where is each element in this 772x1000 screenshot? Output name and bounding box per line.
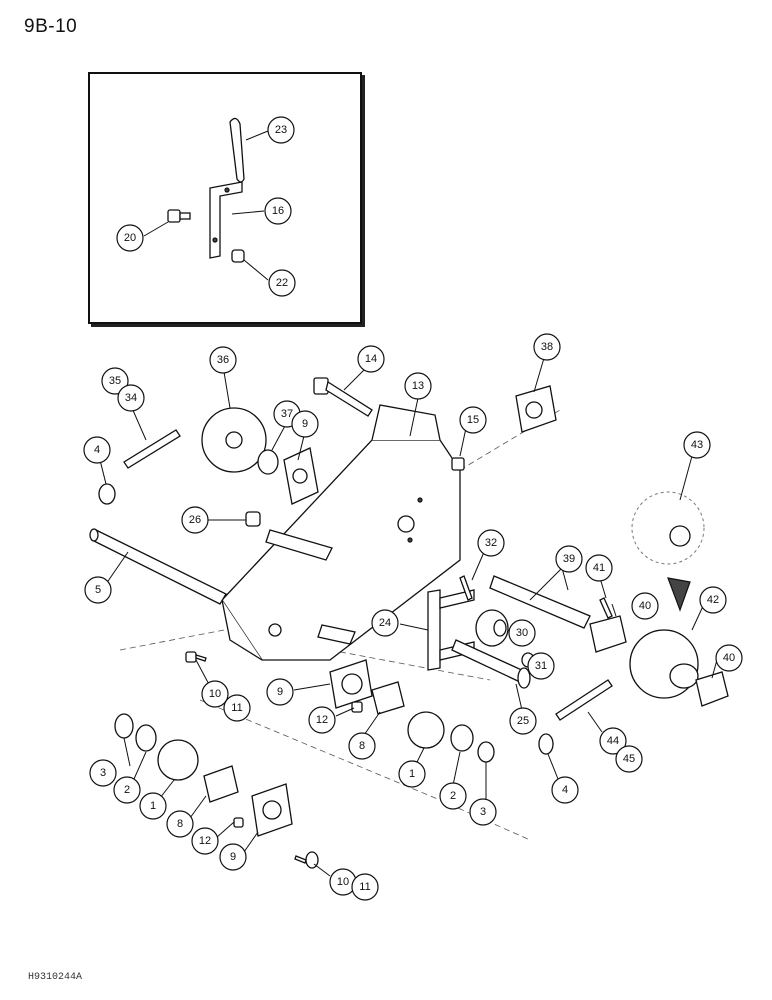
- callout-10-lower-label: 10: [337, 876, 349, 888]
- callout-45: 45: [615, 745, 643, 773]
- callout-30: 30: [508, 619, 536, 647]
- inset-callout-20: 20: [116, 224, 144, 252]
- callout-3-left: 3: [89, 759, 117, 787]
- callout-9-lower: 9: [219, 843, 247, 871]
- callout-36-label: 36: [217, 354, 229, 366]
- callout-42-label: 42: [707, 594, 719, 606]
- callout-10-mid-label: 10: [209, 688, 221, 700]
- callout-34: 34: [117, 384, 145, 412]
- callout-35: 35: [101, 367, 129, 395]
- main-parts: [89, 377, 729, 869]
- callout-1-mid-label: 1: [409, 768, 415, 780]
- callout-42: 42: [699, 586, 727, 614]
- callout-44: 44: [599, 727, 627, 755]
- figure-code: H9310244A: [28, 972, 83, 983]
- callout-4-top: 4: [83, 436, 111, 464]
- callout-4-lower: 4: [551, 776, 579, 804]
- callout-24-label: 24: [379, 617, 391, 629]
- callout-8-mid-label: 8: [359, 740, 365, 752]
- callout-1-mid: 1: [398, 760, 426, 788]
- callout-11-mid: 11: [223, 694, 251, 722]
- callout-1-left-label: 1: [150, 800, 156, 812]
- callout-2-left-label: 2: [124, 784, 130, 796]
- inset-callout-16: 16: [264, 197, 292, 225]
- callout-25: 25: [509, 707, 537, 735]
- callout-31: 31: [527, 652, 555, 680]
- callout-14-label: 14: [365, 353, 377, 365]
- callout-14: 14: [357, 345, 385, 373]
- callout-13: 13: [404, 372, 432, 400]
- callout-41: 41: [585, 554, 613, 582]
- callout-40-upper-label: 40: [639, 600, 651, 612]
- callout-34-label: 34: [125, 392, 137, 404]
- callout-38: 38: [533, 333, 561, 361]
- inset-callout-22-label: 22: [276, 277, 288, 289]
- callout-2-left: 2: [113, 776, 141, 804]
- callout-2-mid: 2: [439, 782, 467, 810]
- callout-9-lower-label: 9: [230, 851, 236, 863]
- callout-5-label: 5: [95, 584, 101, 596]
- callout-2-mid-label: 2: [450, 790, 456, 802]
- callout-35-label: 35: [109, 375, 121, 387]
- callout-26-label: 26: [189, 514, 201, 526]
- callout-39-label: 39: [563, 553, 575, 565]
- callout-43-label: 43: [691, 439, 703, 451]
- inset-callout-22: 22: [268, 269, 296, 297]
- callout-8-lower-label: 8: [177, 818, 183, 830]
- inset-callout-20-label: 20: [124, 232, 136, 244]
- callout-32-label: 32: [485, 537, 497, 549]
- callout-11-lower: 11: [351, 873, 379, 901]
- callout-39: 39: [555, 545, 583, 573]
- callout-9-top: 9: [291, 410, 319, 438]
- callout-24: 24: [371, 609, 399, 637]
- callout-bubbles: 23 16 20 22 36 14 13 38 35 34 37 9 15 43…: [83, 116, 743, 901]
- callout-30-label: 30: [516, 627, 528, 639]
- callout-3-left-label: 3: [100, 767, 106, 779]
- callout-3-mid: 3: [469, 798, 497, 826]
- inset-detail-box: [88, 72, 362, 324]
- callout-43: 43: [683, 431, 711, 459]
- callout-15-label: 15: [467, 414, 479, 426]
- page-number: 9B-10: [24, 16, 78, 37]
- callout-9-top-label: 9: [302, 418, 308, 430]
- callout-40-right: 40: [715, 644, 743, 672]
- callout-11-mid-label: 11: [231, 702, 242, 714]
- callout-26: 26: [181, 506, 209, 534]
- callout-4-top-label: 4: [94, 444, 100, 456]
- callout-12-mid-label: 12: [316, 714, 328, 726]
- callout-8-mid: 8: [348, 732, 376, 760]
- callout-31-label: 31: [535, 660, 547, 672]
- callout-11-lower-label: 11: [359, 881, 370, 893]
- callout-10-mid: 10: [201, 680, 229, 708]
- inset-callout-23-label: 23: [275, 124, 287, 136]
- callout-37-label: 37: [281, 408, 293, 420]
- callout-9-mid: 9: [266, 678, 294, 706]
- callout-12-lower-label: 12: [199, 835, 211, 847]
- callout-3-mid-label: 3: [480, 806, 486, 818]
- callout-32: 32: [477, 529, 505, 557]
- callout-12-lower: 12: [191, 827, 219, 855]
- callout-44-label: 44: [607, 735, 619, 747]
- callout-25-label: 25: [517, 715, 529, 727]
- callout-12-mid: 12: [308, 706, 336, 734]
- callout-40-right-label: 40: [723, 652, 735, 664]
- callout-8-lower: 8: [166, 810, 194, 838]
- callout-40-upper: 40: [631, 592, 659, 620]
- callout-4-lower-label: 4: [562, 784, 568, 796]
- callout-15: 15: [459, 406, 487, 434]
- callout-41-label: 41: [593, 562, 605, 574]
- inset-parts: [143, 117, 269, 281]
- callout-5: 5: [84, 576, 112, 604]
- inset-callout-16-label: 16: [272, 205, 284, 217]
- callout-10-lower: 10: [329, 868, 357, 896]
- callout-13-label: 13: [412, 380, 424, 392]
- callout-45-label: 45: [623, 753, 635, 765]
- callout-9-mid-label: 9: [277, 686, 283, 698]
- callout-36: 36: [209, 346, 237, 374]
- inset-callout-23: 23: [267, 116, 295, 144]
- callout-38-label: 38: [541, 341, 553, 353]
- callout-1-left: 1: [139, 792, 167, 820]
